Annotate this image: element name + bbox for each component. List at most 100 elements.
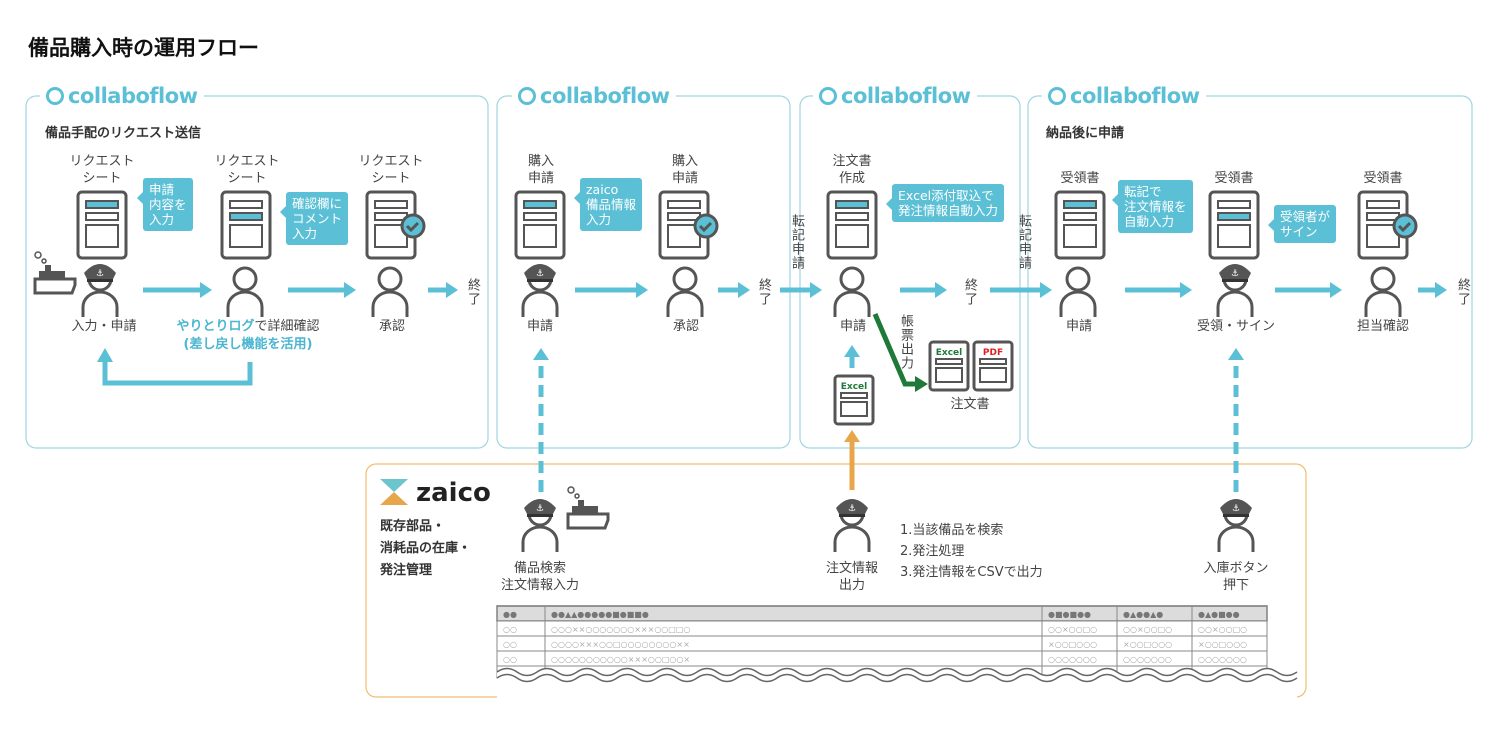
callout-line: 申請 [149, 182, 175, 197]
arrow-head [1435, 282, 1447, 298]
table-cut-wave [496, 673, 1298, 683]
doc-type-label: PDF [983, 348, 1003, 358]
document-line [85, 200, 119, 209]
document-line [835, 200, 869, 209]
actor-label: 注文情報出力 [826, 560, 878, 594]
shoulders [521, 290, 559, 317]
table-cell: ×○○□○○○ [1198, 640, 1247, 649]
callout: 申請内容を入力 [137, 178, 193, 231]
flow-arrow [1418, 282, 1447, 298]
arrow-head [738, 282, 750, 298]
callout-line: 確認欄に [292, 196, 343, 211]
logo-text: collaboflow [1070, 84, 1200, 108]
doc-label: リクエストシート [358, 153, 423, 187]
arrow-head [200, 282, 212, 298]
person-icon [833, 266, 871, 317]
anchor-icon: ⚓ [1232, 504, 1240, 514]
smoke [567, 486, 575, 494]
arrow-head [1040, 282, 1052, 298]
arrow-head [1330, 282, 1342, 298]
collaboflow-logo: collaboflow [512, 83, 676, 109]
captain-person-icon: ⚓ [833, 499, 871, 552]
person-icon [371, 266, 409, 317]
zaico-description-line: 発注管理 [380, 563, 433, 578]
person-label: 申請 [839, 319, 867, 334]
arrow-head [810, 282, 822, 298]
document-line [1366, 212, 1400, 221]
flow-arrow [718, 282, 750, 298]
doc-label-line: 注文書 [832, 154, 872, 169]
check-mark [698, 221, 713, 233]
anchor-icon: ⚓ [536, 504, 544, 514]
flow-arrow [780, 282, 822, 298]
document-box [523, 224, 557, 248]
log-note-text: で詳細確認 [254, 319, 320, 334]
flow-arrow [143, 282, 212, 298]
doc-label: 受領書 [1214, 171, 1254, 186]
table-cell: ○○○○○○○ [1123, 655, 1172, 664]
arrow-head [935, 282, 947, 298]
hat [1219, 264, 1251, 279]
hat [524, 264, 556, 279]
table-header-cell: ●▲●■●● [1198, 610, 1240, 619]
callout-line: 自動入力 [1124, 214, 1175, 229]
table-cell: ×○○□○○○ [1123, 640, 1172, 649]
zaico-description-line: 消耗品の在庫・ [380, 541, 472, 556]
document-line [85, 212, 119, 221]
actor-label-line: 注文情報 [825, 561, 879, 576]
person-label: 承認 [378, 319, 406, 334]
table-cell: ○○ [503, 625, 517, 634]
actor-label-line: 出力 [838, 578, 866, 593]
shoulders [833, 290, 871, 317]
document-line [374, 200, 408, 209]
document-icon [1054, 190, 1106, 260]
shoulders [666, 290, 704, 317]
shoulders [1217, 525, 1255, 552]
doc-label-line: シート [227, 171, 267, 186]
doc-label-line: 申請 [527, 171, 555, 186]
anchor-icon: ⚓ [1231, 269, 1239, 279]
shoulders [833, 525, 871, 552]
check-mark [1397, 221, 1412, 233]
doc-label-line: リクエスト [358, 154, 424, 169]
log-note: やりとりログで詳細確認 [176, 318, 319, 335]
doc-line [979, 358, 1007, 365]
collaboflow-panel [1027, 95, 1473, 449]
document-line [1063, 212, 1097, 221]
smoke [41, 258, 47, 264]
step-item: 1.当該備品を検索 [900, 523, 1004, 538]
doc-label: リクエストシート [214, 153, 279, 187]
collaboflow-logo: collaboflow [1042, 83, 1206, 109]
check-mark [405, 221, 420, 233]
zaico-logo-text: zaico [416, 478, 491, 508]
arrow-head [446, 282, 458, 298]
person-label: 申請 [526, 319, 554, 334]
hat-brim [527, 279, 553, 282]
document-line [667, 200, 701, 209]
page-title: 備品購入時の運用フロー [28, 36, 259, 60]
shoulders [1364, 290, 1402, 317]
table-header-cell: ●● [503, 610, 517, 619]
table-cut-wave [496, 667, 1298, 677]
flow-arrow [1275, 282, 1342, 298]
document-line [1366, 200, 1400, 209]
sendback-loop-line [102, 360, 253, 386]
actor-label-line: 押下 [1222, 578, 1250, 593]
document-icon [220, 190, 272, 260]
document-icon [826, 190, 878, 260]
sendback-loop-head [97, 348, 113, 362]
vertical-arrow [1228, 348, 1244, 492]
shoulders [521, 525, 559, 552]
hull [566, 512, 610, 530]
actor-label-line: 備品検索 [513, 561, 567, 576]
arrow-head [1180, 282, 1192, 298]
end-label: 終了 [756, 278, 771, 306]
callout-line: 入力 [586, 212, 612, 227]
callout-line: 発注情報自動入力 [898, 203, 999, 218]
output-label: 帳票出力 [898, 314, 913, 370]
callout: 確認欄にコメント入力 [279, 192, 349, 245]
arrow-head [844, 345, 860, 357]
doc-label: 注文書作成 [832, 153, 871, 187]
